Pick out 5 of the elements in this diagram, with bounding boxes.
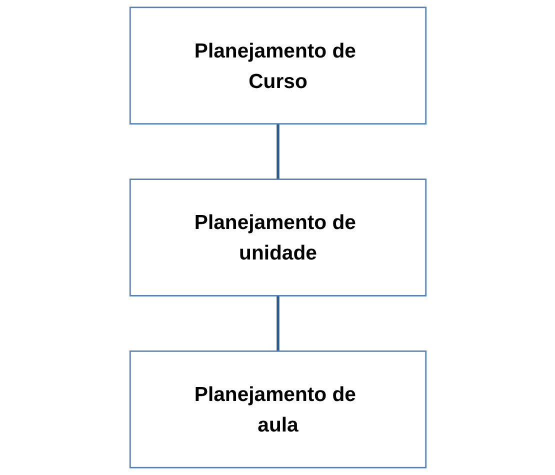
node-box: Planejamento de aula xyxy=(128,350,426,468)
connector xyxy=(276,124,279,180)
node-box: Planejamento de Curso xyxy=(128,6,426,125)
connector xyxy=(276,296,279,352)
node-box: Planejamento de unidade xyxy=(128,178,426,296)
